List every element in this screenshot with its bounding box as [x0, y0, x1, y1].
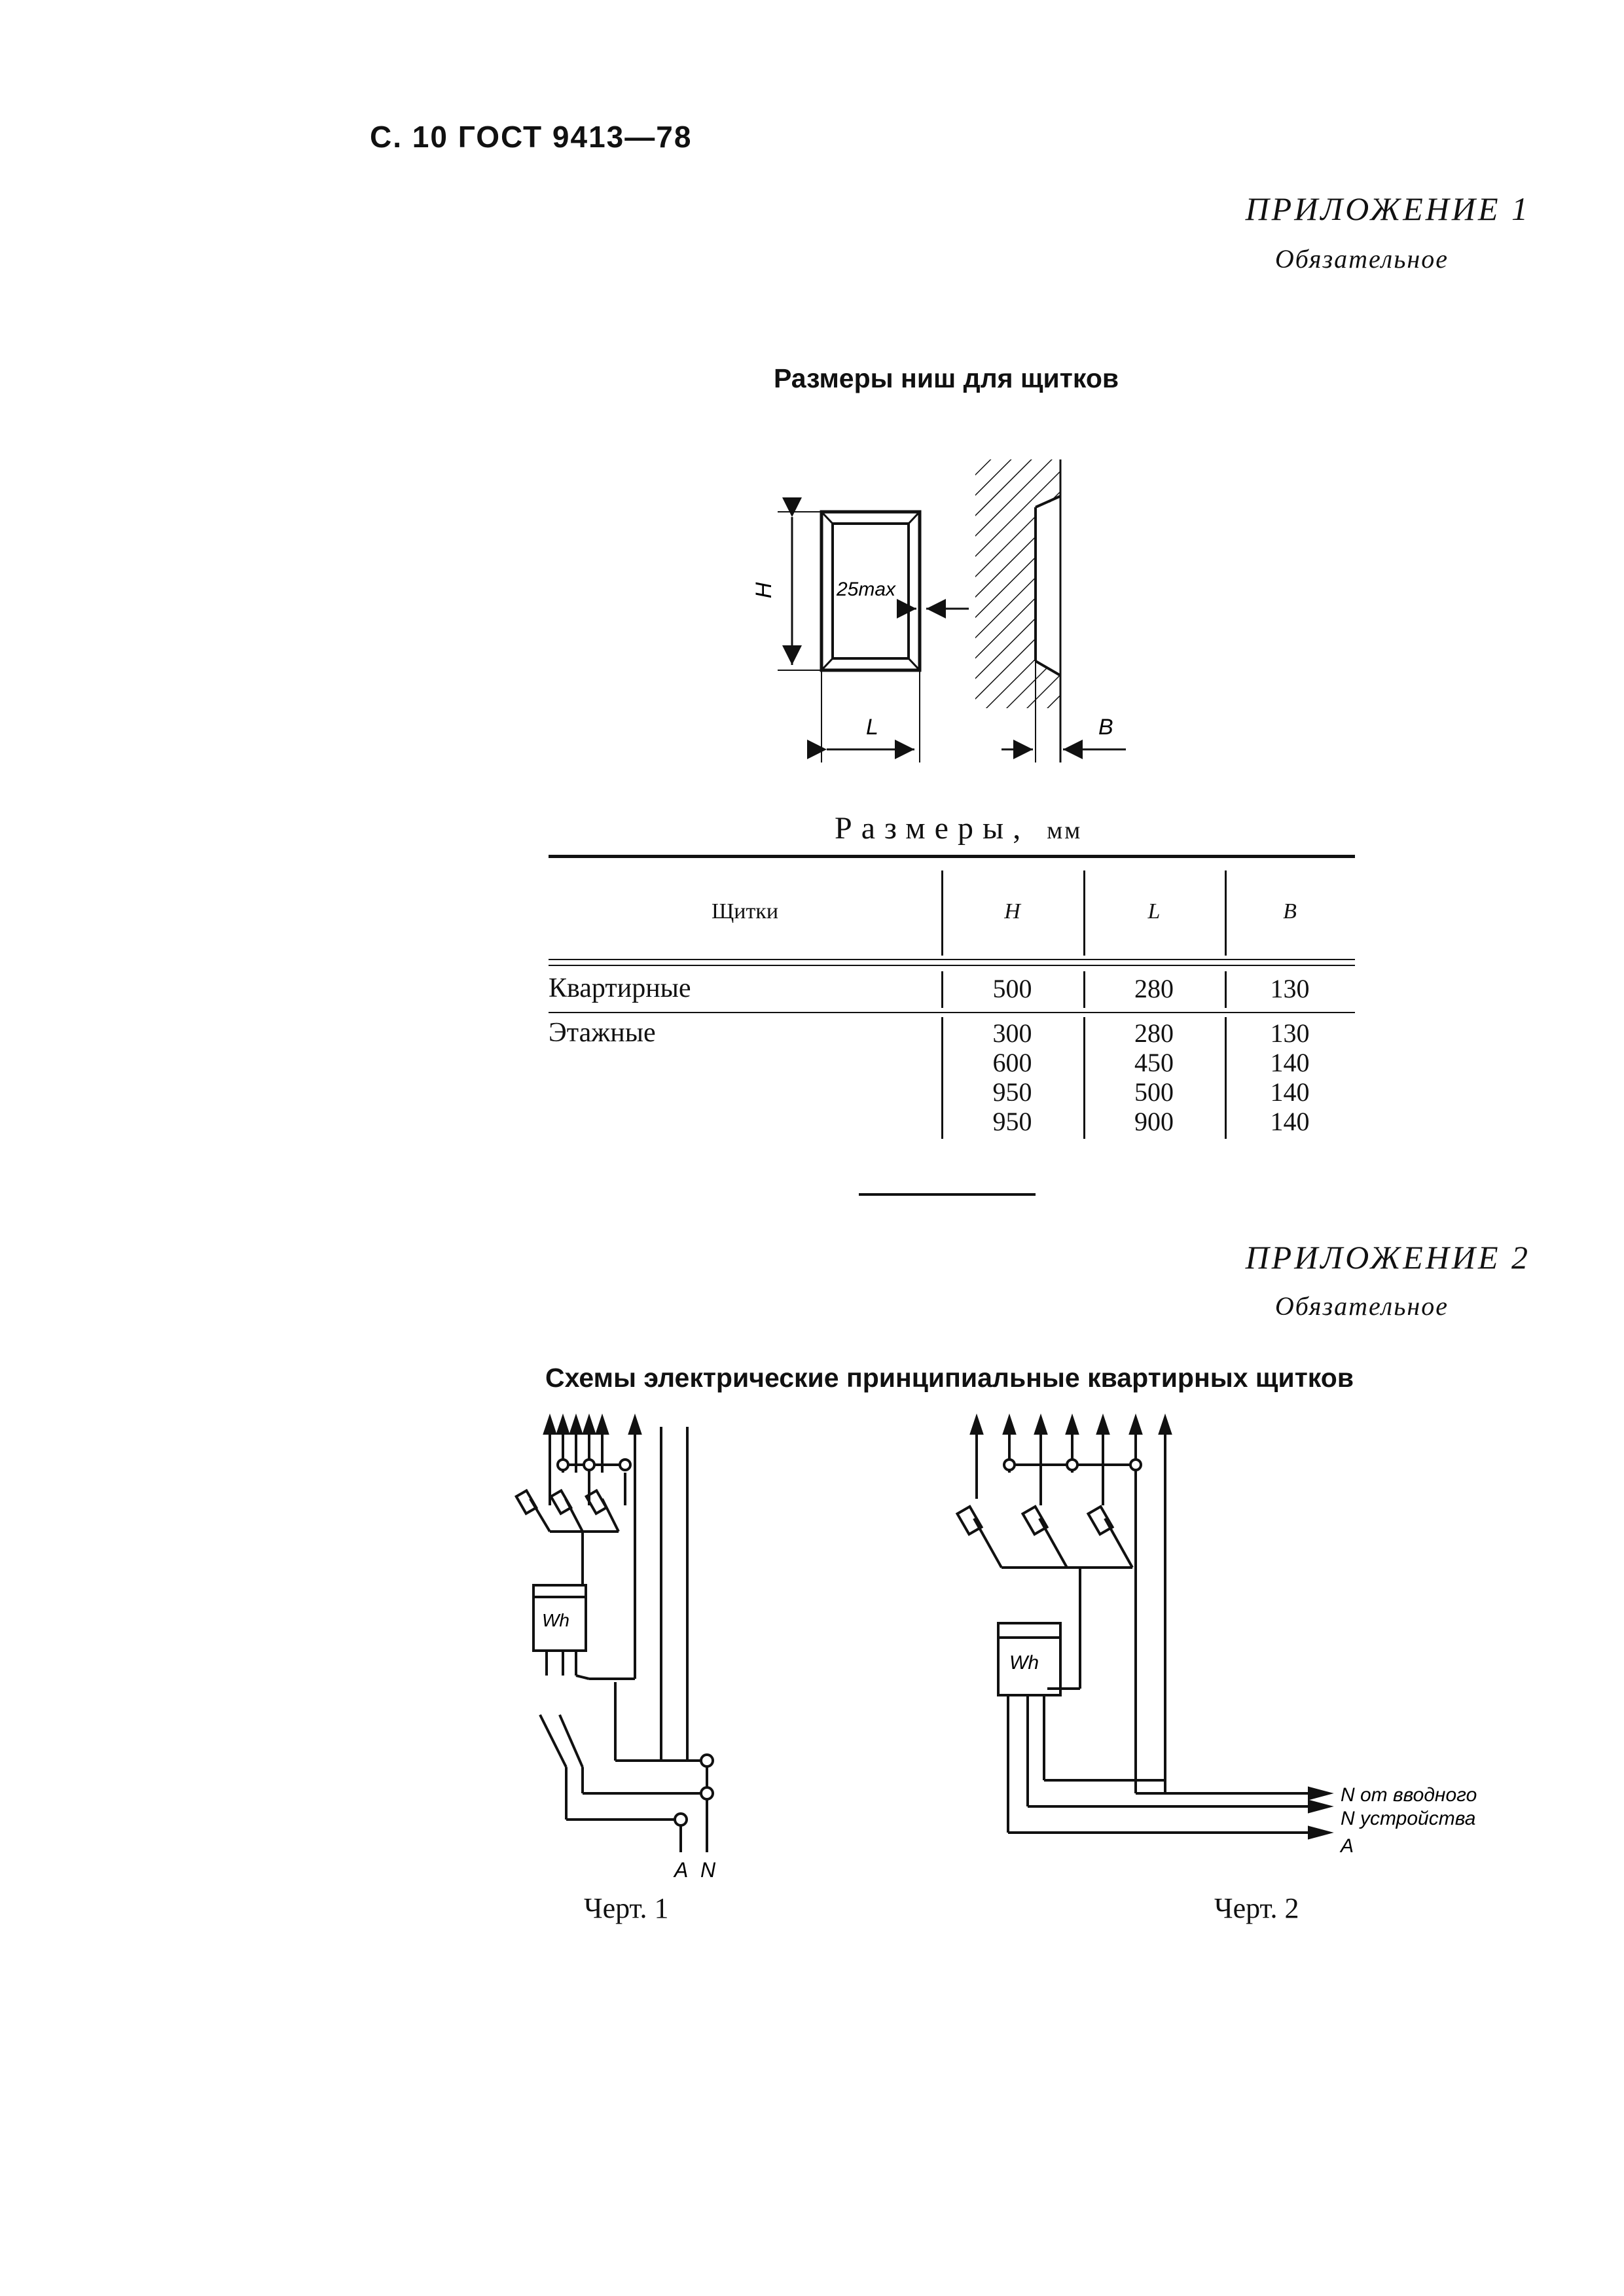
- table-cell: 500: [992, 974, 1032, 1003]
- fig1-caption: Черт. 1: [584, 1892, 669, 1924]
- column-header-b: B: [1283, 899, 1297, 924]
- appendix-1-status: Обязательное: [1274, 244, 1449, 274]
- label-a: A: [1339, 1835, 1354, 1857]
- table-cell: 450: [1134, 1048, 1174, 1077]
- niche-section-view: [975, 459, 1062, 762]
- fig2-caption: Черт. 2: [1214, 1892, 1299, 1924]
- niche-front-view: [820, 510, 922, 672]
- label-n-ustroystva: N устройства: [1341, 1808, 1475, 1829]
- table-cell: 300: [992, 1018, 1032, 1048]
- table-cell: 500: [1134, 1077, 1174, 1107]
- table-cell-stack-h: 300 600 950 950: [941, 1018, 1083, 1136]
- row-label-etazhnye: Этажные: [549, 1018, 656, 1048]
- dimensions-table: Щитки H L B Квартирные 500 280 130 Этажн…: [549, 855, 1355, 1149]
- table-unit: мм: [1047, 817, 1083, 844]
- table-cell: 140: [1270, 1048, 1310, 1077]
- table-cell: 950: [992, 1107, 1032, 1136]
- niche-drawing: H 25max L B: [751, 459, 1126, 762]
- appendix-1-title: ПРИЛОЖЕНИЕ 1: [1245, 190, 1530, 227]
- meter-label: Wh: [1009, 1652, 1039, 1674]
- column-header-shchitki: Щитки: [711, 899, 779, 924]
- meter-label: Wh: [542, 1610, 569, 1630]
- column-header-l: L: [1147, 899, 1161, 924]
- appendix-2-status: Обязательное: [1274, 1291, 1449, 1321]
- label-h: H: [751, 582, 776, 598]
- page-header: С. 10 ГОСТ 9413—78: [370, 120, 693, 154]
- table-cell: 900: [1134, 1107, 1174, 1136]
- label-b: B: [1098, 715, 1113, 740]
- table-cell: 280: [1134, 974, 1174, 1003]
- table-cell: 280: [1134, 1018, 1174, 1048]
- table-cell: 140: [1270, 1077, 1310, 1107]
- column-header-h: H: [1004, 899, 1020, 924]
- table-cell: 140: [1270, 1107, 1310, 1136]
- table-cell-stack-b: 130 140 140 140: [1225, 1018, 1355, 1136]
- appendix-2-title: ПРИЛОЖЕНИЕ 2: [1245, 1239, 1530, 1276]
- section-divider: [859, 1193, 1036, 1196]
- appendix-1-heading: Размеры ниш для щитков: [774, 363, 1119, 393]
- label-n: N: [700, 1858, 716, 1882]
- table-cell-stack-l: 280 450 500 900: [1083, 1018, 1225, 1136]
- table-cell: 130: [1270, 974, 1310, 1003]
- table-caption-text: Размеры,: [835, 811, 1030, 846]
- table-cell: 130: [1270, 1018, 1310, 1048]
- table-cell: 600: [992, 1048, 1032, 1077]
- label-25max: 25max: [836, 579, 896, 600]
- table-caption: Размеры, мм: [835, 810, 1082, 846]
- schematic-fig2: Wh N от вводного N устройства A: [955, 1413, 1477, 1857]
- row-label-kvartirnye: Квартирные: [549, 973, 691, 1003]
- table-cell: 950: [992, 1077, 1032, 1107]
- appendix-2-heading: Схемы электрические принципиальные кварт…: [545, 1363, 1354, 1393]
- label-a: A: [673, 1858, 688, 1882]
- label-l: L: [866, 715, 878, 740]
- label-n-vvodnogo: N от вводного: [1341, 1784, 1477, 1806]
- schematic-fig1: Wh A N: [514, 1413, 716, 1882]
